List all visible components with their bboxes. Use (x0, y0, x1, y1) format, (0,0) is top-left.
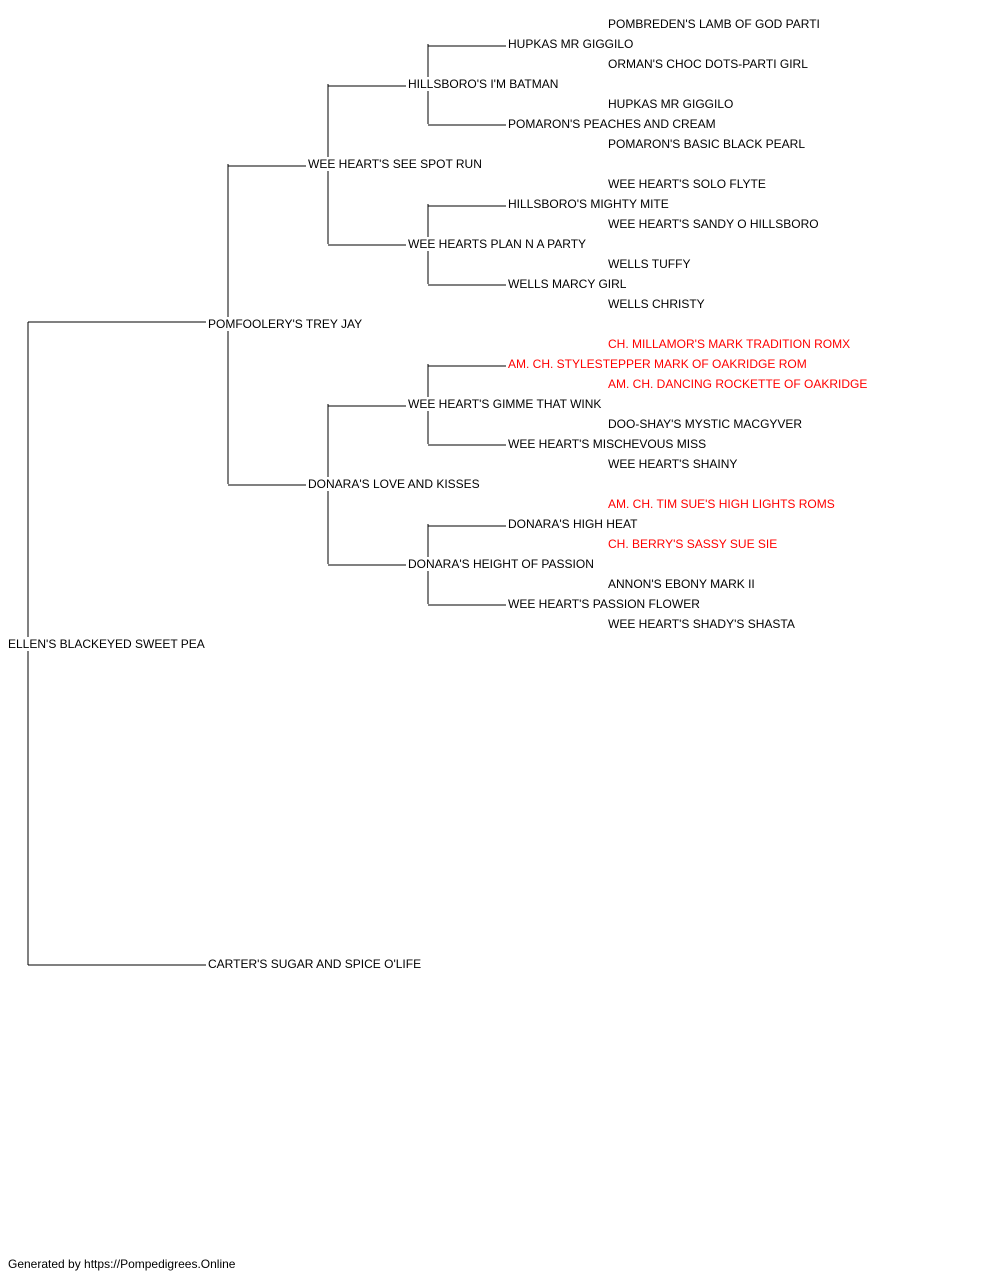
generated-by-footer: Generated by https://Pompedigrees.Online (8, 1257, 236, 1271)
pedigree-sire: POMFOOLERY'S TREY JAY (206, 317, 365, 331)
pedigree-g5-ancestor: ORMAN'S CHOC DOTS-PARTI GIRL (606, 57, 810, 71)
pedigree-g5-ancestor: CH. MILLAMOR'S MARK TRADITION ROMX (606, 337, 853, 351)
pedigree-g4-ancestor: WELLS MARCY GIRL (506, 277, 629, 291)
pedigree-g5-ancestor: ANNON'S EBONY MARK II (606, 577, 757, 591)
pedigree-g4-ancestor: DONARA'S HIGH HEAT (506, 517, 640, 531)
pedigree-sire-dam: DONARA'S LOVE AND KISSES (306, 477, 482, 491)
pedigree-g4-ancestor: WEE HEART'S PASSION FLOWER (506, 597, 702, 611)
pedigree-subject: ELLEN'S BLACKEYED SWEET PEA (6, 637, 207, 651)
pedigree-g4-ancestor: POMARON'S PEACHES AND CREAM (506, 117, 718, 131)
pedigree-sire-sire-dam: WEE HEARTS PLAN N A PARTY (406, 237, 589, 251)
pedigree-g5-ancestor: WEE HEART'S SANDY O HILLSBORO (606, 217, 821, 231)
pedigree-g4-ancestor: AM. CH. STYLESTEPPER MARK OF OAKRIDGE RO… (506, 357, 809, 371)
pedigree-sire-dam-dam: DONARA'S HEIGHT OF PASSION (406, 557, 596, 571)
pedigree-sire-sire: WEE HEART'S SEE SPOT RUN (306, 157, 484, 171)
pedigree-g5-ancestor: AM. CH. TIM SUE'S HIGH LIGHTS ROMS (606, 497, 837, 511)
pedigree-sire-dam-sire: WEE HEART'S GIMME THAT WINK (406, 397, 604, 411)
pedigree-g5-ancestor: WELLS CHRISTY (606, 297, 707, 311)
pedigree-g5-ancestor: CH. BERRY'S SASSY SUE SIE (606, 537, 780, 551)
pedigree-g5-ancestor: WEE HEART'S SOLO FLYTE (606, 177, 768, 191)
pedigree-g4-ancestor: HUPKAS MR GIGGILO (506, 37, 636, 51)
pedigree-g5-ancestor: WEE HEART'S SHAINY (606, 457, 740, 471)
pedigree-sire-sire-sire: HILLSBORO'S I'M BATMAN (406, 77, 561, 91)
pedigree-g5-ancestor: WEE HEART'S SHADY'S SHASTA (606, 617, 797, 631)
pedigree-g5-ancestor: HUPKAS MR GIGGILO (606, 97, 736, 111)
pedigree-g5-ancestor: DOO-SHAY'S MYSTIC MACGYVER (606, 417, 805, 431)
pedigree-g4-ancestor: HILLSBORO'S MIGHTY MITE (506, 197, 671, 211)
pedigree-g5-ancestor: AM. CH. DANCING ROCKETTE OF OAKRIDGE (606, 377, 870, 391)
pedigree-g5-ancestor: POMARON'S BASIC BLACK PEARL (606, 137, 808, 151)
pedigree-dam: CARTER'S SUGAR AND SPICE O'LIFE (206, 957, 424, 971)
pedigree-g5-ancestor: POMBREDEN'S LAMB OF GOD PARTI (606, 17, 822, 31)
pedigree-g4-ancestor: WEE HEART'S MISCHEVOUS MISS (506, 437, 709, 451)
pedigree-g5-ancestor: WELLS TUFFY (606, 257, 693, 271)
